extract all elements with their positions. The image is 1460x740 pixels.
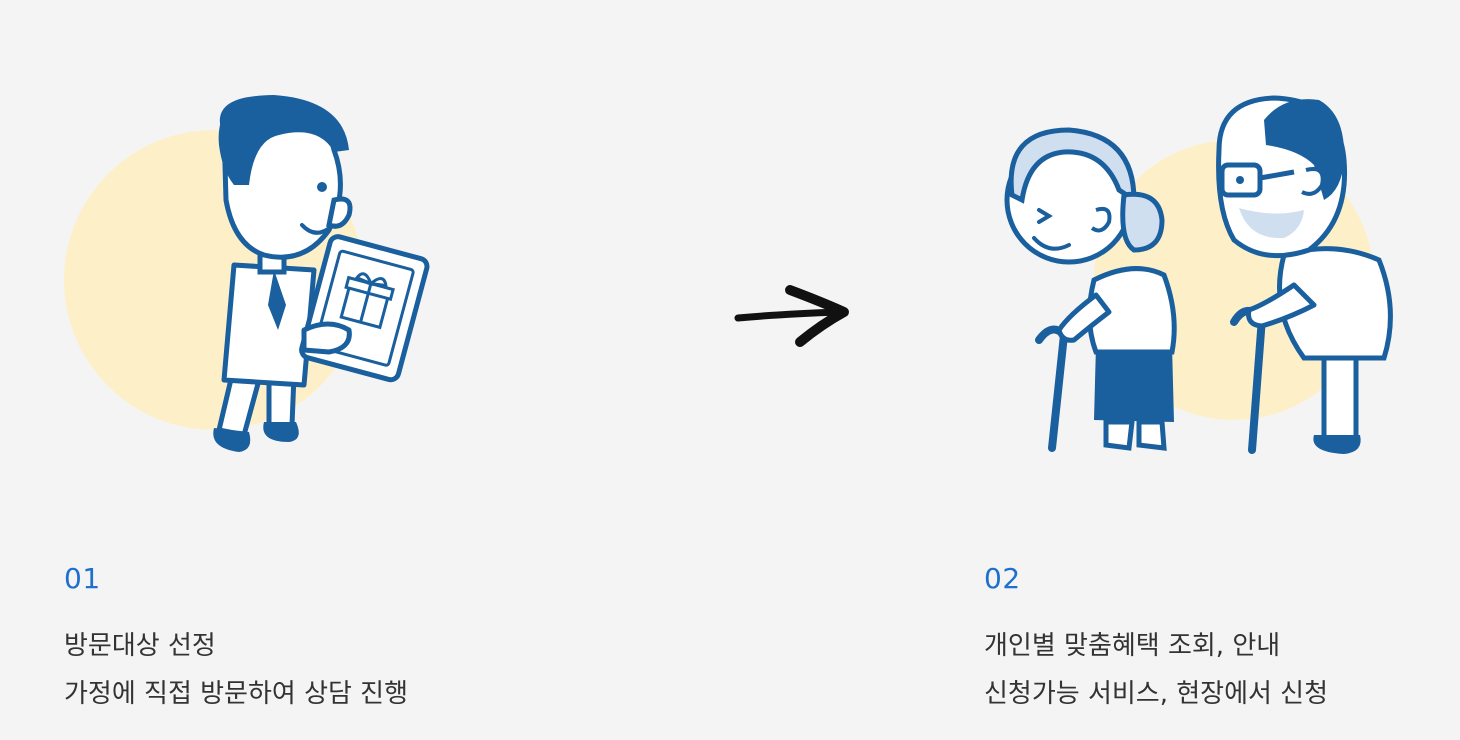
elderly-couple-icon bbox=[1004, 95, 1393, 454]
step-detail: 가정에 직접 방문하여 상담 진행 bbox=[64, 679, 409, 709]
step-number: 01 bbox=[64, 562, 101, 595]
arrow-right-icon bbox=[734, 285, 849, 347]
step-title: 방문대상 선정 bbox=[64, 631, 216, 661]
step-detail: 신청가능 서비스, 현장에서 신청 bbox=[984, 679, 1329, 709]
step-description: 방문대상 선정 가정에 직접 방문하여 상담 진행 bbox=[64, 622, 408, 718]
step-description: 개인별 맞춤혜택 조회, 안내 신청가능 서비스, 현장에서 신청 bbox=[984, 622, 1328, 718]
step-02: 02 개인별 맞춤혜택 조회, 안내 신청가능 서비스, 현장에서 신청 bbox=[984, 0, 1460, 740]
worker-with-tablet-icon bbox=[64, 95, 430, 452]
step-number: 02 bbox=[984, 562, 1021, 595]
step-01: 01 방문대상 선정 가정에 직접 방문하여 상담 진행 bbox=[64, 0, 544, 740]
step-title: 개인별 맞춤혜택 조회, 안내 bbox=[984, 631, 1281, 661]
